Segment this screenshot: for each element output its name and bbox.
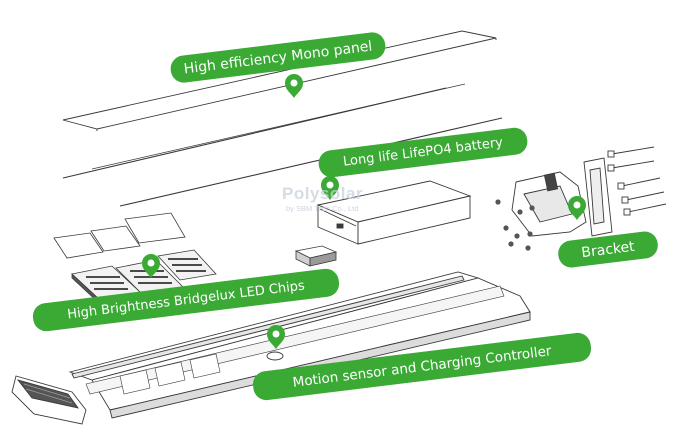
led-lenses <box>53 212 186 259</box>
map-pin-icon <box>321 176 339 200</box>
panel-strips <box>62 83 503 207</box>
bolts <box>607 146 667 216</box>
end-cap <box>11 375 87 425</box>
bracket-plate <box>583 157 613 237</box>
bracket-arm <box>511 171 587 237</box>
battery <box>316 180 472 245</box>
sensor-box <box>294 245 338 267</box>
nuts <box>495 199 535 251</box>
map-pin-icon <box>285 74 303 98</box>
